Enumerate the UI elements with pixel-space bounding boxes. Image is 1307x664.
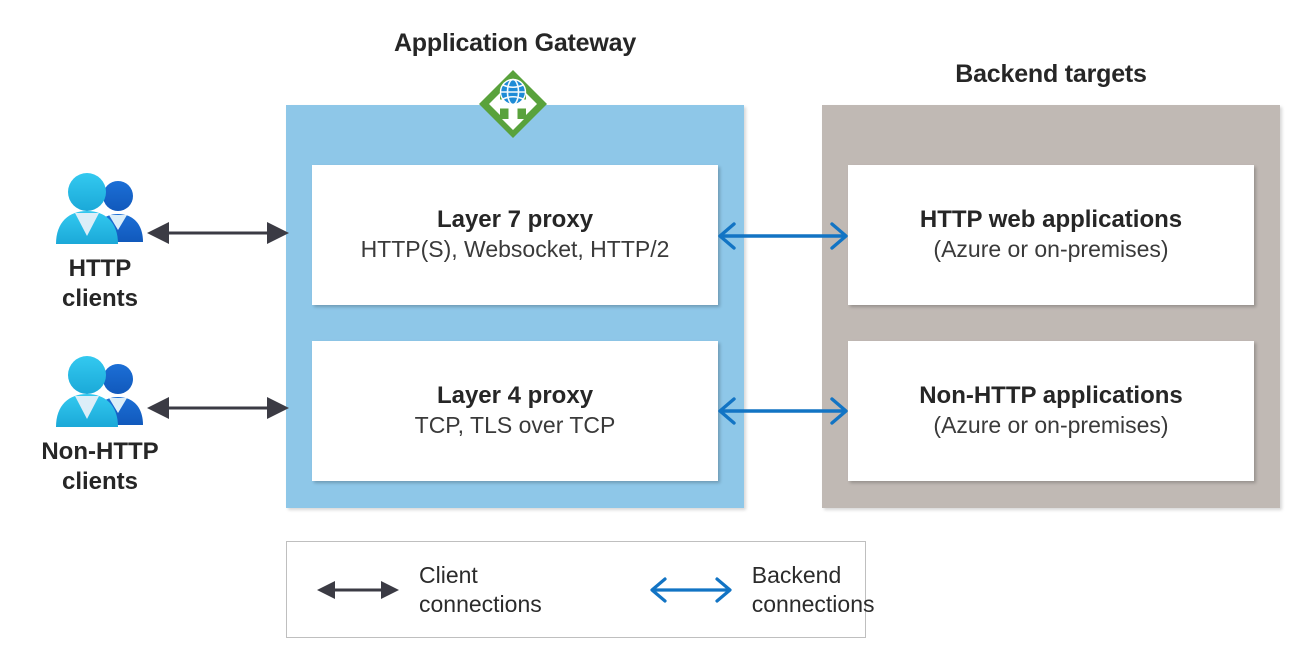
http-clients-label-line1: HTTP xyxy=(68,255,132,282)
http-web-applications-subtitle: (Azure or on-premises) xyxy=(933,236,1169,263)
connector-layer4-to-nonhttp-apps xyxy=(716,393,850,434)
users-icon xyxy=(55,173,143,244)
non-http-clients-label-line2: clients xyxy=(61,468,139,495)
http-clients-label-line2: clients xyxy=(61,285,139,312)
http-web-applications-title: HTTP web applications xyxy=(919,206,1183,234)
layer4-proxy-subtitle: TCP, TLS over TCP xyxy=(414,412,616,439)
legend-label-client-connections: Client connections xyxy=(419,562,542,617)
application-gateway-icon xyxy=(477,68,549,145)
layer4-proxy-card[interactable]: Layer 4 proxy TCP, TLS over TCP xyxy=(312,341,718,481)
client-connection-arrow-icon xyxy=(317,580,399,599)
connector-layer7-to-http-apps xyxy=(716,218,850,259)
backend-section-title: Backend targets xyxy=(955,60,1147,88)
gateway-section-title: Application Gateway xyxy=(393,29,637,57)
non-http-clients-group: Non-HTTP clients xyxy=(5,353,195,497)
layer7-proxy-card[interactable]: Layer 7 proxy HTTP(S), Websocket, HTTP/2 xyxy=(312,165,718,305)
legend-item-client-connections: Client connections xyxy=(315,561,542,617)
legend: Client connections Backend connections xyxy=(286,541,875,638)
http-web-applications-card[interactable]: HTTP web applications (Azure or on-premi… xyxy=(848,165,1254,305)
legend-label-backend-connections: Backend connections xyxy=(751,562,875,617)
non-http-clients-label: Non-HTTP clients xyxy=(5,437,195,497)
connector-http-client-to-layer7 xyxy=(145,213,291,258)
backend-connection-arrow-icon xyxy=(650,576,732,603)
users-icon xyxy=(55,356,143,427)
layer7-proxy-subtitle: HTTP(S), Websocket, HTTP/2 xyxy=(360,236,670,263)
non-http-applications-title: Non-HTTP applications xyxy=(919,382,1183,410)
non-http-applications-card[interactable]: Non-HTTP applications (Azure or on-premi… xyxy=(848,341,1254,481)
legend-item-backend-connections: Backend connections xyxy=(648,561,875,617)
http-clients-group: HTTP clients xyxy=(5,170,195,314)
non-http-clients-label-line1: Non-HTTP xyxy=(41,438,159,465)
connector-nonhttp-client-to-layer4 xyxy=(145,388,291,433)
layer7-proxy-title: Layer 7 proxy xyxy=(436,206,594,234)
layer4-proxy-title: Layer 4 proxy xyxy=(436,382,594,410)
non-http-applications-subtitle: (Azure or on-premises) xyxy=(933,412,1169,439)
http-clients-label: HTTP clients xyxy=(5,254,195,314)
